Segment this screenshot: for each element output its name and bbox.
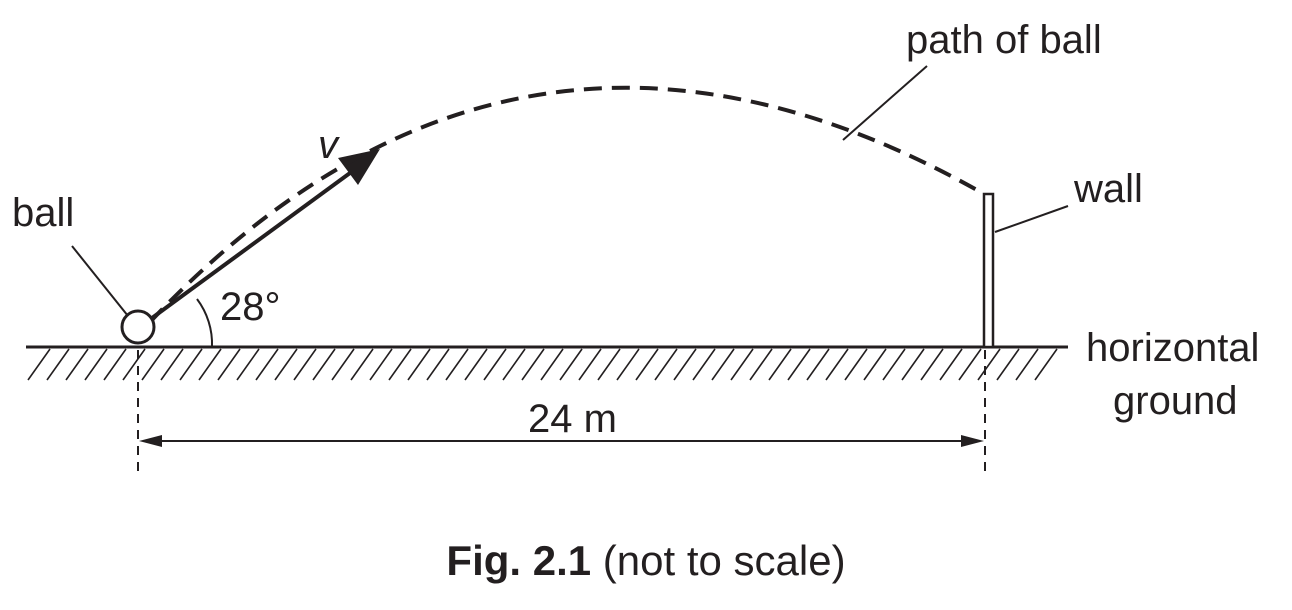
hatch-line — [236, 348, 260, 381]
hatch-line — [996, 348, 1020, 381]
figure-number: Fig. 2.1 — [446, 537, 592, 584]
ground-label-line2: ground — [1113, 379, 1238, 423]
hatch-line — [274, 348, 298, 381]
hatch-line — [939, 348, 963, 381]
wall-label: wall — [1073, 167, 1143, 211]
hatch-line — [749, 348, 773, 381]
hatch-line — [578, 348, 602, 381]
figure-note: (not to scale) — [602, 537, 846, 584]
hatch-line — [407, 348, 431, 381]
hatch-line — [312, 348, 336, 381]
ball-leader-line — [71, 245, 129, 317]
hatch-line — [882, 348, 906, 381]
hatch-line — [293, 348, 317, 381]
ground-label-line1: horizontal — [1086, 326, 1259, 370]
hatch-line — [445, 348, 469, 381]
angle-arc — [196, 298, 214, 348]
hatch-line — [768, 348, 792, 381]
hatch-line — [958, 348, 982, 381]
distance-arrowhead-right — [961, 435, 984, 447]
hatch-line — [521, 348, 545, 381]
hatch-line — [825, 348, 849, 381]
ball-label: ball — [12, 191, 74, 235]
hatch-line — [426, 348, 450, 381]
figure-caption: Fig. 2.1 (not to scale) — [0, 540, 1292, 582]
hatch-line — [597, 348, 621, 381]
hatch-line — [616, 348, 640, 381]
hatch-line — [27, 348, 51, 381]
hatch-line — [502, 348, 526, 381]
hatch-line — [863, 348, 887, 381]
hatch-line — [350, 348, 374, 381]
wall-leader-line — [994, 205, 1069, 233]
hatch-line — [977, 348, 1001, 381]
hatch-line — [901, 348, 925, 381]
hatch-line — [711, 348, 735, 381]
ball-path — [148, 85, 985, 324]
hatch-line — [920, 348, 944, 381]
ball — [120, 309, 156, 345]
hatch-line — [844, 348, 868, 381]
wall — [982, 192, 995, 349]
angle-label: 28° — [220, 285, 281, 329]
hatch-line — [1034, 348, 1058, 381]
hatch-line — [331, 348, 355, 381]
hatch-line — [635, 348, 659, 381]
distance-arrowhead-left — [139, 435, 162, 447]
hatch-line — [806, 348, 830, 381]
path-leader-line — [842, 65, 928, 141]
hatch-line — [65, 348, 89, 381]
hatch-line — [388, 348, 412, 381]
velocity-label: v — [318, 123, 340, 167]
ground-hatching — [27, 348, 1058, 381]
hatch-line — [369, 348, 393, 381]
hatch-line — [1015, 348, 1039, 381]
hatch-line — [654, 348, 678, 381]
hatch-line — [692, 348, 716, 381]
hatch-line — [46, 348, 70, 381]
hatch-line — [483, 348, 507, 381]
velocity-arrow-shaft — [150, 171, 352, 320]
hatch-line — [787, 348, 811, 381]
hatch-line — [103, 348, 127, 381]
velocity-arrowhead — [338, 149, 380, 185]
hatch-line — [540, 348, 564, 381]
path-label: path of ball — [906, 18, 1102, 62]
hatch-line — [559, 348, 583, 381]
hatch-line — [673, 348, 697, 381]
hatch-line — [179, 348, 203, 381]
hatch-line — [730, 348, 754, 381]
distance-label: 24 m — [528, 397, 617, 441]
hatch-line — [84, 348, 108, 381]
hatch-line — [217, 348, 241, 381]
hatch-line — [198, 348, 222, 381]
hatch-line — [122, 348, 146, 381]
hatch-line — [464, 348, 488, 381]
hatch-line — [141, 348, 165, 381]
hatch-line — [255, 348, 279, 381]
hatch-line — [160, 348, 184, 381]
